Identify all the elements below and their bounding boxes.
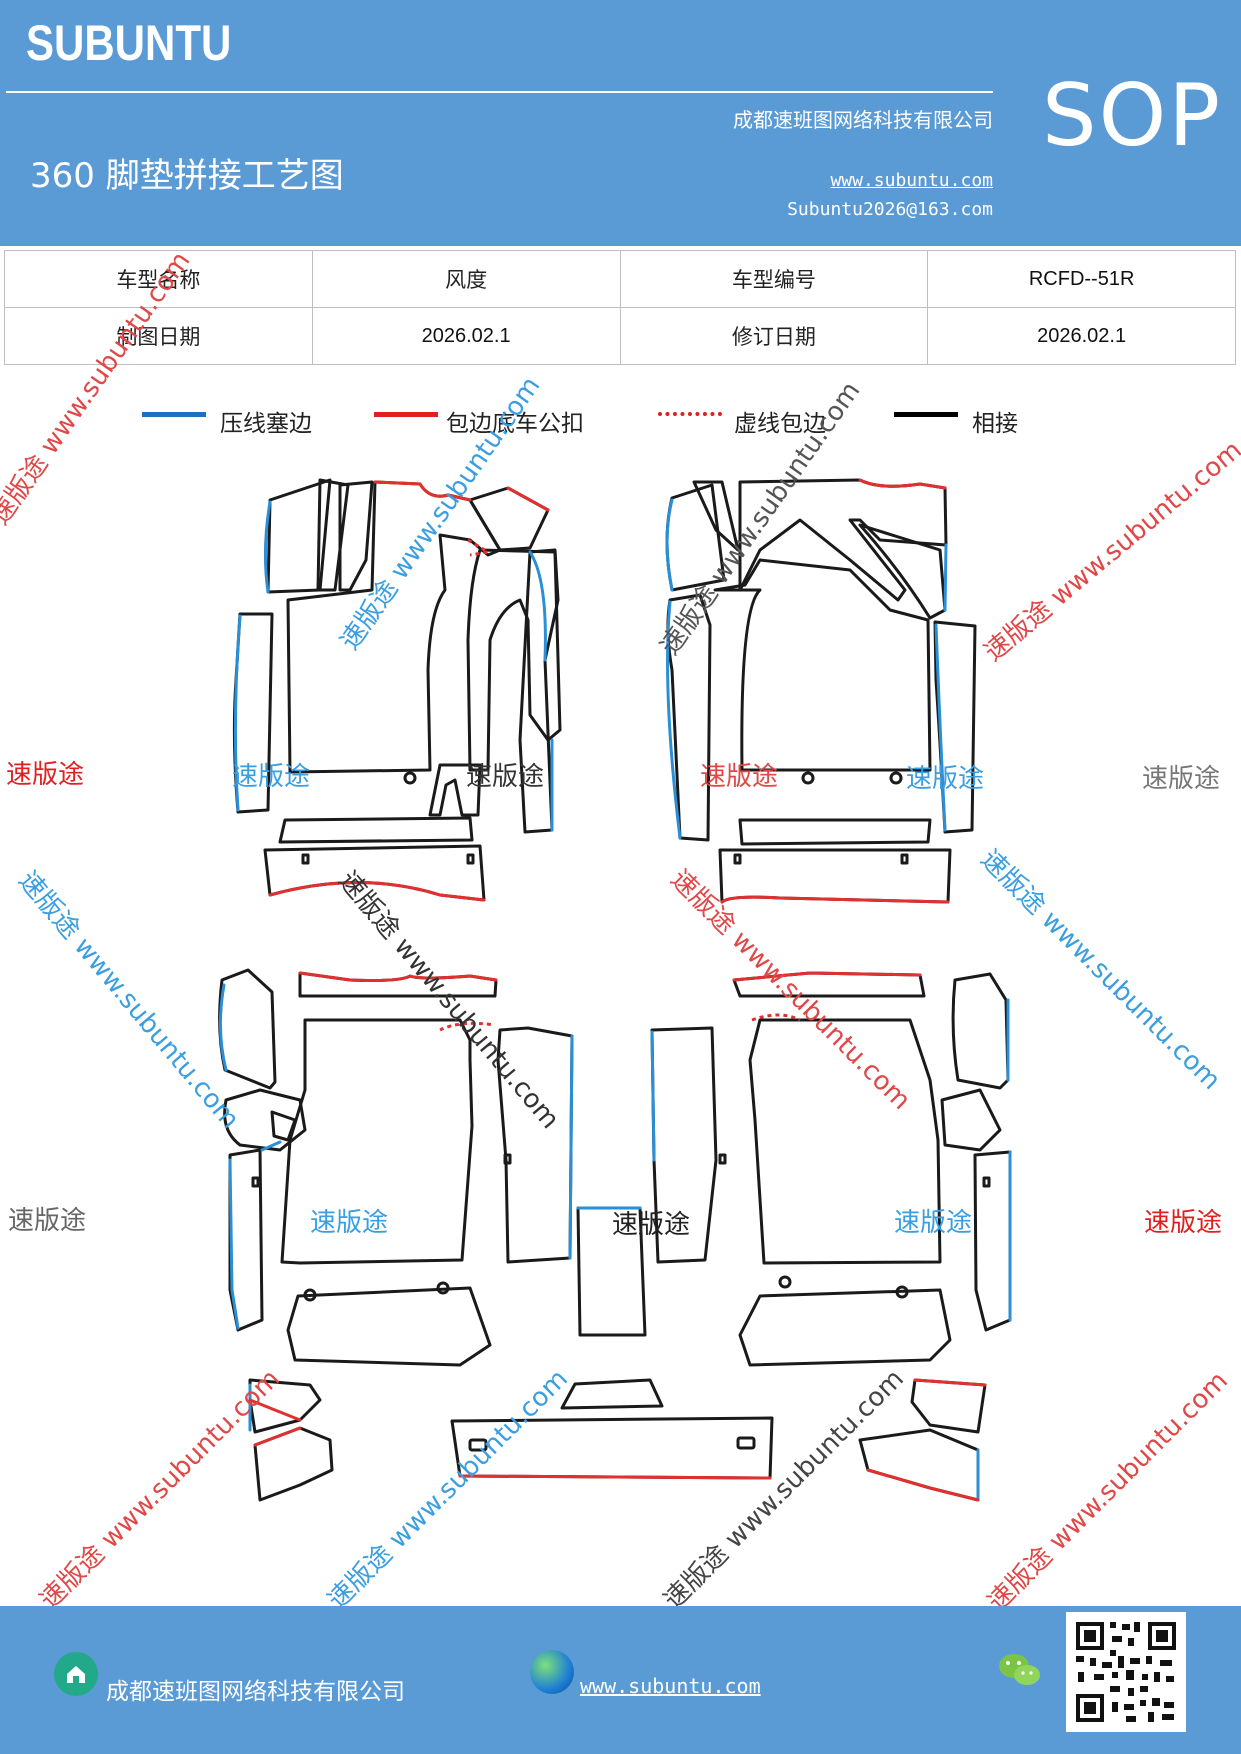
- mat-clip: [982, 1176, 991, 1188]
- mat-piece: [858, 523, 947, 620]
- model-name-label: 车型名称: [4, 250, 313, 308]
- legend-swatch: [658, 412, 722, 416]
- mat-piece: [270, 1110, 297, 1142]
- watermark-brand: 速版途: [1144, 1208, 1223, 1238]
- watermark-brand: 速版途: [8, 1206, 87, 1236]
- mat-piece: [278, 816, 474, 844]
- mat-piece: [951, 972, 1010, 1090]
- mat-piece: [718, 848, 952, 904]
- front-right-mat-group: [665, 478, 977, 904]
- mat-hole: [895, 1285, 909, 1299]
- contact-email[interactable]: Subuntu2026@163.com: [787, 199, 993, 220]
- sop-badge: SOP: [1042, 66, 1223, 166]
- footer-banner: 成都速班图网络科技有限公司 www.subuntu.com: [0, 1606, 1241, 1754]
- footer-company-name: 成都速班图网络科技有限公司: [106, 1679, 405, 1705]
- mat-hole: [403, 771, 417, 785]
- hem-edges: [248, 478, 987, 1502]
- mat-clip: [466, 853, 475, 865]
- legend-label: 压线塞边: [220, 411, 312, 437]
- legend-swatch: [894, 412, 958, 417]
- watermark-brand: 速版途: [1142, 764, 1221, 794]
- qr-code: [1066, 1612, 1186, 1732]
- mat-piece: [228, 1148, 264, 1332]
- mat-clip: [468, 1438, 488, 1452]
- dotted-hem-edges: [439, 538, 801, 1032]
- mat-hole: [889, 771, 903, 785]
- mat-hole: [801, 771, 815, 785]
- legend-label: 虚线包边: [734, 411, 826, 437]
- footer-website-link[interactable]: www.subuntu.com: [580, 1674, 761, 1698]
- mat-piece: [910, 1378, 987, 1434]
- mat-piece: [223, 1088, 307, 1152]
- mat-clip: [718, 1153, 727, 1165]
- mat-clip: [733, 853, 742, 865]
- mat-piece: [316, 478, 350, 592]
- watermark-brand: 速版途: [700, 762, 779, 792]
- draw-date-label: 制图日期: [4, 307, 313, 365]
- mat-clip: [503, 1153, 512, 1165]
- mat-hole: [778, 1275, 792, 1289]
- watermark-brand: 速版途: [310, 1208, 389, 1238]
- company-icon: [54, 1652, 98, 1696]
- mat-piece: [468, 486, 550, 552]
- mat-hole: [303, 1288, 317, 1302]
- mat-clip: [301, 853, 310, 865]
- header-banner: SUBUNTU 成都速班图网络科技有限公司 360 脚垫拼接工艺图 www.su…: [0, 0, 1241, 246]
- revision-date-value: 2026.02.1: [927, 307, 1236, 365]
- mat-piece: [560, 1378, 664, 1410]
- mat-clip: [251, 1176, 260, 1188]
- mat-piece: [940, 1088, 1002, 1152]
- model-code-value: RCFD--51R: [927, 250, 1236, 308]
- mat-piece: [973, 1150, 1012, 1332]
- mat-piece: [496, 1026, 574, 1264]
- draw-date-value: 2026.02.1: [311, 307, 621, 365]
- company-name: 成都速班图网络科技有限公司: [733, 108, 993, 132]
- mat-piece: [428, 763, 482, 817]
- mat-piece: [713, 558, 932, 772]
- legend-swatch: [374, 412, 438, 417]
- mat-piece: [692, 480, 740, 552]
- floor-mat-diagram: [218, 478, 1012, 1502]
- header-divider: [6, 91, 993, 93]
- watermark-brand: 速版途: [894, 1208, 973, 1238]
- wechat-icon: [996, 1650, 1044, 1690]
- model-code-label: 车型编号: [619, 250, 929, 308]
- mat-piece: [286, 1286, 492, 1367]
- mat-piece: [738, 818, 932, 846]
- revision-date-label: 修订日期: [619, 307, 929, 365]
- page-title: 360 脚垫拼接工艺图: [30, 156, 344, 196]
- globe-icon: [530, 1650, 574, 1694]
- model-name-value: 风度: [311, 250, 621, 308]
- mat-clip: [736, 1436, 756, 1450]
- watermark-brand: 速版途: [466, 762, 545, 792]
- mat-piece: [338, 480, 374, 592]
- watermark-brand: 速版途: [6, 760, 85, 790]
- watermark-brand: 速版途: [612, 1210, 691, 1240]
- mat-piece: [253, 1426, 334, 1502]
- info-table: 车型名称 风度 车型编号 RCFD--51R 制图日期 2026.02.1 修订…: [4, 250, 1236, 365]
- legend-label: 相接: [972, 411, 1018, 437]
- table-row: 制图日期 2026.02.1 修订日期 2026.02.1: [4, 307, 1236, 365]
- press-line-edges: [218, 498, 1012, 1502]
- watermark-brand: 速版途: [232, 762, 311, 792]
- legend-swatch: [142, 412, 206, 417]
- mat-piece: [858, 1428, 980, 1502]
- mat-clip: [900, 853, 909, 865]
- mat-hole: [436, 1281, 450, 1295]
- mat-piece: [738, 1288, 952, 1367]
- watermark-brand: 速版途: [906, 764, 985, 794]
- website-link[interactable]: www.subuntu.com: [830, 170, 993, 191]
- mat-piece: [518, 548, 560, 834]
- mat-piece: [748, 1018, 942, 1265]
- legend-label: 包边底车公扣: [446, 411, 584, 437]
- brand-logo: SUBUNTU: [26, 15, 232, 71]
- mat-piece: [218, 968, 277, 1090]
